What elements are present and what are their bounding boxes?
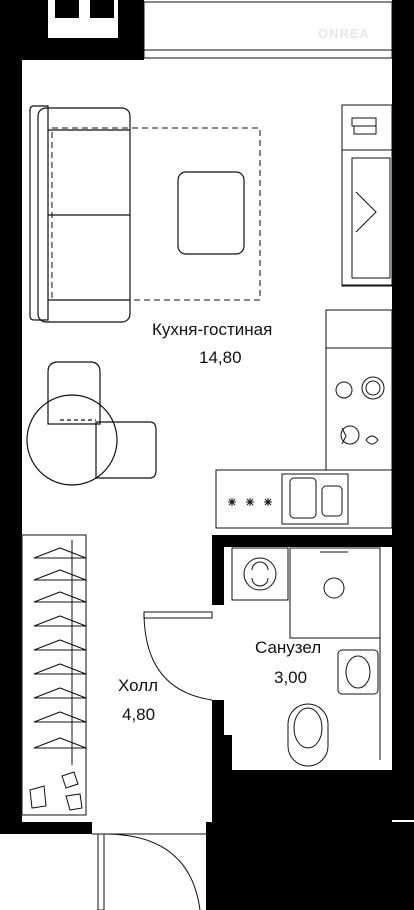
sofa [29, 105, 131, 323]
kitchen-counter [325, 309, 393, 471]
room-label-hall: Холл [118, 676, 159, 695]
snowflake-icon [228, 498, 272, 506]
hall-door [143, 611, 213, 701]
wardrobe [21, 534, 87, 816]
room-label-bath: Санузел [255, 638, 322, 657]
room-area-hall: 4,80 [122, 705, 156, 724]
hanger-icon [33, 547, 87, 749]
room-area-bath: 3,00 [274, 668, 308, 687]
window [143, 1, 393, 59]
bathroom-fixtures [231, 547, 381, 767]
toilet-icon [293, 707, 323, 749]
coffee-table [177, 171, 245, 255]
room-label-living: Кухня-гостиная [152, 320, 273, 339]
room-area-living: 14,80 [199, 348, 242, 367]
armchair [26, 361, 157, 486]
watermark: ONREA [318, 26, 370, 41]
rug [51, 127, 261, 301]
kitchen-top [341, 104, 393, 287]
washing-machine-icon [243, 557, 277, 591]
shoes-icon [29, 771, 83, 811]
entrance-door [92, 833, 206, 910]
kitchen-bottom [215, 469, 393, 529]
shower-drain-icon [323, 577, 345, 599]
sink-icon [345, 655, 371, 689]
